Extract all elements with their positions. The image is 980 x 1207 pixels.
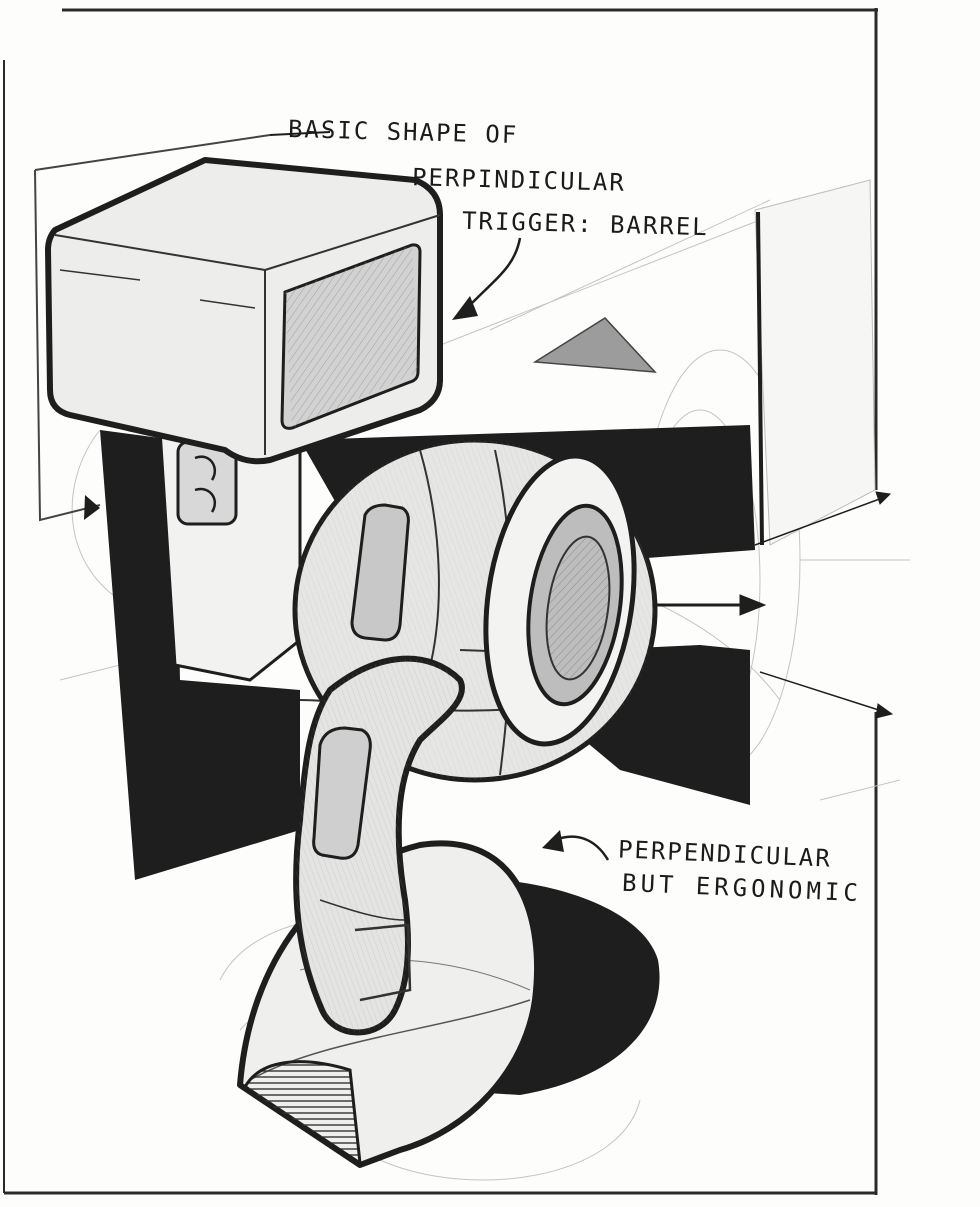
gray-triangle — [532, 317, 657, 373]
handle — [293, 655, 465, 1036]
right-panel — [754, 179, 876, 546]
page-border — [3, 8, 878, 1195]
arrow-left — [84, 495, 100, 520]
flash-head — [45, 157, 443, 465]
handle-button — [312, 726, 372, 860]
annotation-top-line2: PERPINDICULAR — [411, 163, 627, 197]
leader-line-top — [469, 237, 522, 306]
annotation-top-line1: BASIC SHAPE OF — [287, 114, 519, 150]
barrel-ring — [483, 453, 637, 747]
direction-arrows — [640, 491, 894, 719]
annotation-top-line3: TRIGGER: BARREL — [461, 206, 710, 242]
base-vent — [243, 1060, 362, 1167]
barrel-grip-pad — [350, 503, 410, 642]
back-panel-outline — [34, 134, 271, 522]
shadow-column-left — [100, 430, 300, 880]
